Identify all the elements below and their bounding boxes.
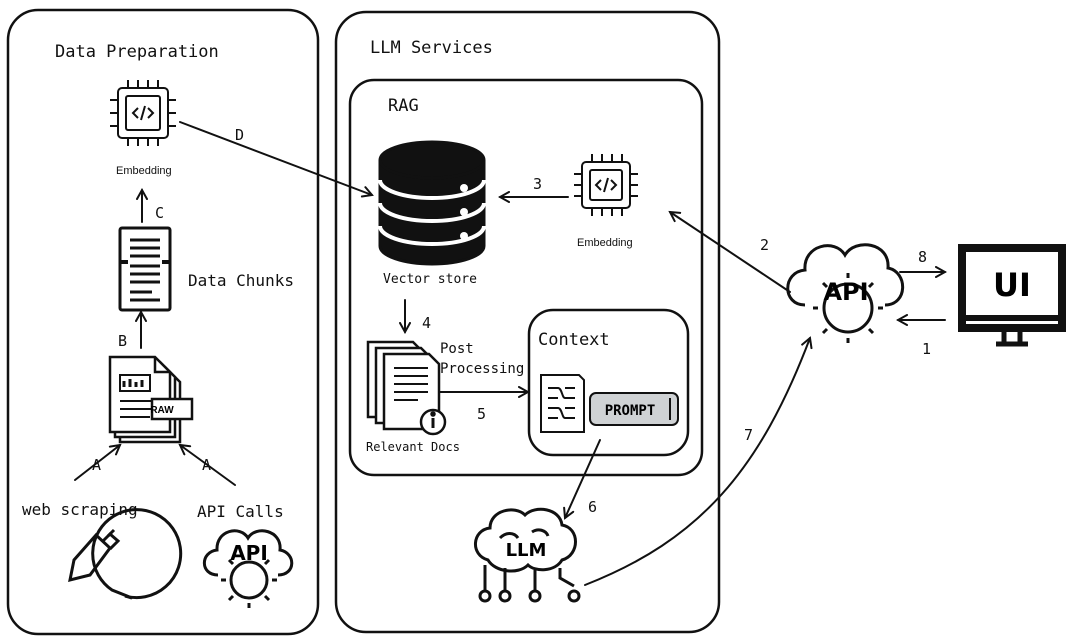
arrow-6 xyxy=(565,439,601,518)
data-chunks-icon xyxy=(118,226,172,312)
step-a-right: A xyxy=(202,456,212,474)
raw-label: RAW xyxy=(150,405,174,416)
llm-services-panel xyxy=(334,10,721,634)
relevant-docs-icon xyxy=(366,340,447,436)
prompt-label: PROMPT xyxy=(605,403,656,419)
context-flow-icon xyxy=(540,374,585,433)
vector-store-label: Vector store xyxy=(383,272,477,287)
post-processing-label-2: Processing xyxy=(440,361,525,377)
api-gateway-icon xyxy=(786,243,905,343)
step-8: 8 xyxy=(918,248,928,266)
data-preparation-title: Data Preparation xyxy=(55,42,219,62)
embedding-right-label: Embedding xyxy=(577,237,633,249)
arrow-2 xyxy=(670,212,791,293)
llm-label: LLM xyxy=(506,540,547,561)
embedding-chip-icon xyxy=(574,154,638,216)
arrow-a-web-scraping xyxy=(74,445,120,481)
step-b: B xyxy=(118,332,128,350)
rag-title: RAG xyxy=(388,96,419,116)
web-scraping-label: web scraping xyxy=(22,500,138,519)
ui-label: UI xyxy=(993,266,1031,304)
api-calls-label: API Calls xyxy=(197,502,284,521)
step-3: 3 xyxy=(533,175,543,193)
step-1: 1 xyxy=(922,340,932,358)
arrow-7 xyxy=(584,338,810,586)
llm-brain-icon xyxy=(474,507,581,603)
api-gateway-label: API xyxy=(823,278,868,306)
step-4: 4 xyxy=(422,314,432,332)
api-cloud-icon xyxy=(202,529,294,608)
api-calls-icon-label: API xyxy=(230,541,268,565)
step-a-left: A xyxy=(92,456,102,474)
relevant-docs-label: Relevant Docs xyxy=(366,440,460,454)
embedding-left-label: Embedding xyxy=(116,165,172,177)
context-panel xyxy=(527,308,690,457)
step-5: 5 xyxy=(477,405,487,423)
step-6: 6 xyxy=(588,498,598,516)
ui-monitor-icon xyxy=(958,244,1066,347)
web-scraping-icon xyxy=(68,508,183,600)
context-title: Context xyxy=(538,330,610,350)
step-2: 2 xyxy=(760,236,770,254)
data-preparation-panel xyxy=(6,8,320,636)
step-d: D xyxy=(235,126,245,144)
step-c: C xyxy=(155,204,165,222)
post-processing-label-1: Post xyxy=(440,341,474,357)
step-7: 7 xyxy=(744,426,754,444)
data-chunks-label: Data Chunks xyxy=(188,271,294,290)
arrow-d xyxy=(179,121,372,195)
arrow-a-api-calls xyxy=(180,445,236,486)
vector-store-icon xyxy=(378,140,486,266)
embedding-chip-icon xyxy=(110,80,176,146)
rag-panel xyxy=(348,78,704,477)
llm-services-title: LLM Services xyxy=(370,38,493,58)
prompt-box xyxy=(589,392,679,426)
raw-data-icon xyxy=(108,355,194,444)
